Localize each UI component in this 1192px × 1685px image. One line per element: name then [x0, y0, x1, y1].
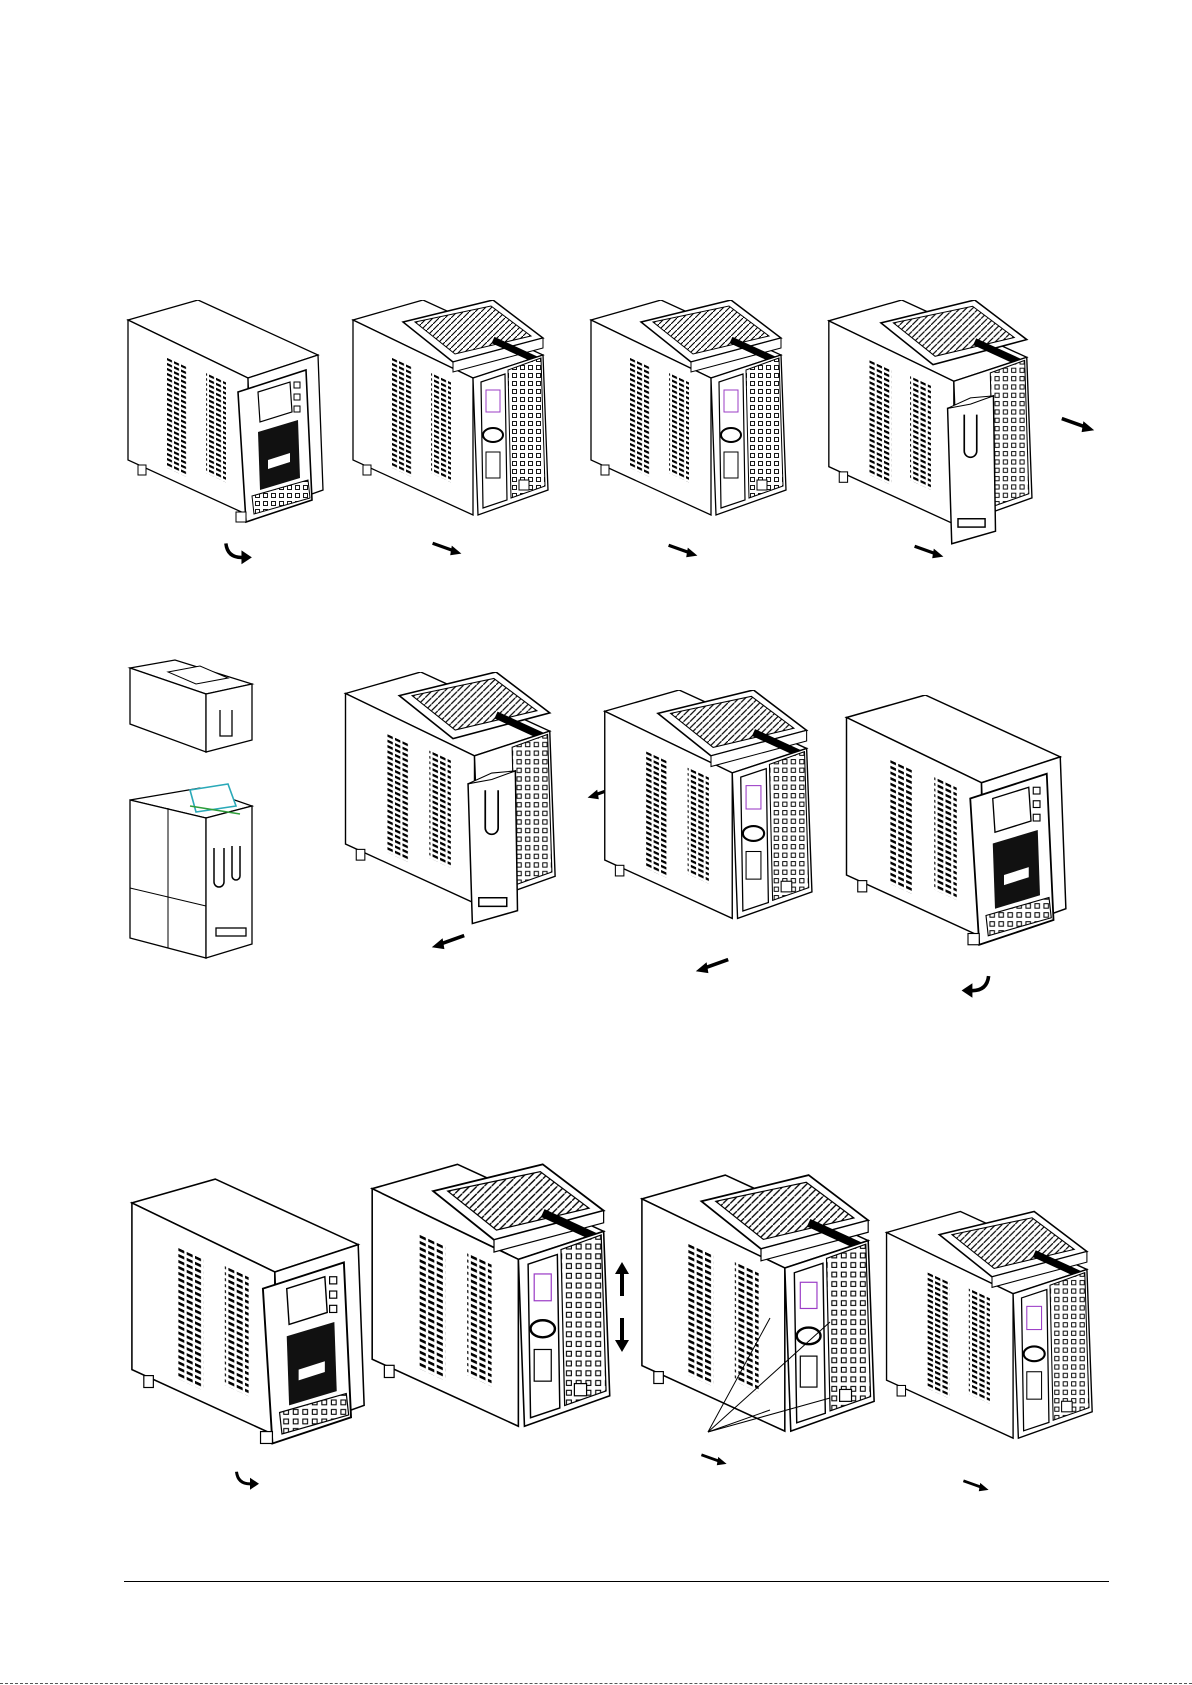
up-down-arrows-icon — [615, 1262, 629, 1352]
rotate-arrow-icon — [226, 543, 252, 564]
rotate-arrow-icon — [962, 976, 989, 998]
figure-row2-step1 — [346, 672, 617, 949]
pull-arrow-icon — [433, 543, 462, 555]
page-edge — [0, 1683, 1192, 1684]
pull-arrow-icon — [963, 1481, 988, 1492]
figure-row3-step1 — [132, 1179, 364, 1490]
push-arrow-icon — [432, 936, 464, 950]
pull-arrow-icon — [669, 545, 698, 557]
figure-row2-battery-pack — [130, 660, 252, 958]
figure-row1-step1 — [128, 300, 323, 564]
figure-row3-step4 — [887, 1211, 1093, 1491]
rotate-arrow-icon — [237, 1472, 260, 1490]
footer-rule — [124, 1581, 1109, 1582]
figure-row2-step3 — [847, 695, 1066, 998]
figure-row2-step2 — [605, 690, 812, 973]
figure-row1-step2 — [353, 300, 548, 555]
push-arrow-icon — [696, 960, 728, 974]
pull-arrow-icon — [1062, 419, 1094, 433]
figure-row3-step2 — [372, 1164, 629, 1426]
figure-row1-step3 — [591, 300, 786, 557]
figure-row1-step4 — [829, 300, 1094, 558]
pull-arrow-icon — [915, 546, 944, 558]
pull-arrow-icon — [701, 1455, 726, 1466]
figure-row3-step3 — [642, 1175, 874, 1465]
